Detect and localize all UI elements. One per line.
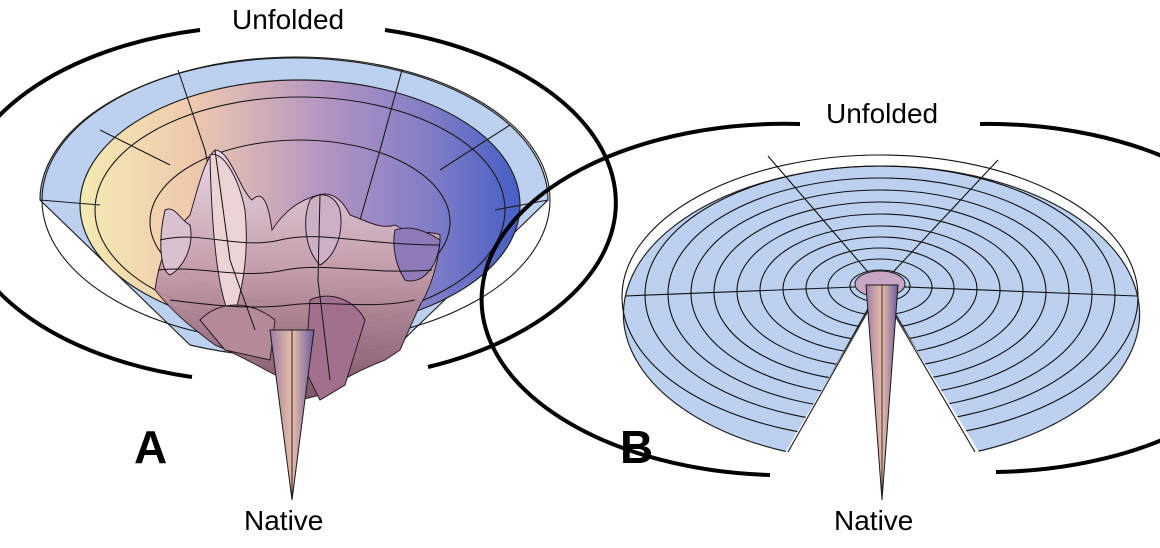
- rugged-ridges-a: [154, 149, 441, 401]
- bracket-arc-a-right: [384, 28, 618, 369]
- bracket-arc-b-left: [479, 121, 801, 477]
- unfolded-label-a: Unfolded: [232, 4, 345, 35]
- native-label-a: Native: [244, 505, 324, 536]
- panel-a: [0, 28, 618, 501]
- wedge-edge-left: [787, 289, 881, 453]
- unfolded-label-b: Unfolded: [826, 98, 939, 129]
- radial-spokes-b: [624, 155, 1138, 297]
- bracket-arc-b-right: [979, 121, 1160, 474]
- panel-b: [479, 121, 1160, 501]
- ridge-contours-a: [157, 149, 441, 381]
- native-label-b: Native: [834, 505, 914, 536]
- bracket-arc-a: [0, 28, 201, 379]
- panel-letter-b: B: [620, 421, 654, 473]
- panel-letter-a: A: [134, 421, 168, 473]
